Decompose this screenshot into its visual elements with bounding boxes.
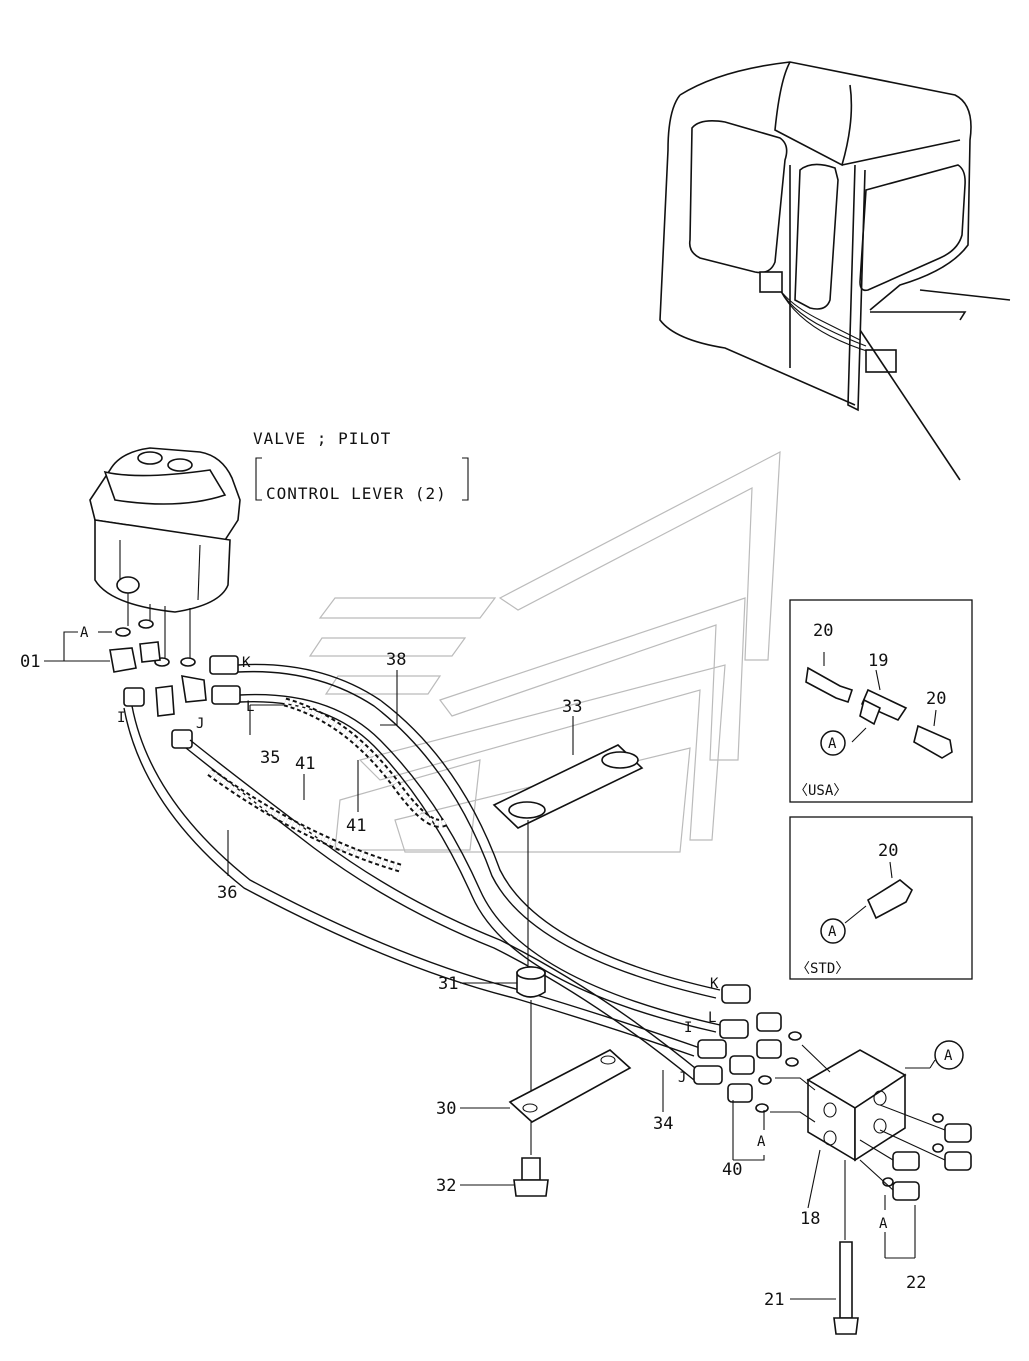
letter-k-bot: K (710, 976, 719, 992)
callout-30: 30 (436, 1099, 456, 1119)
callout-32: 32 (436, 1176, 456, 1196)
callout-41a: 41 (295, 754, 315, 774)
callout-31: 31 (438, 974, 458, 994)
letter-i-bot: I (684, 1020, 692, 1036)
callout-21: 21 (764, 1290, 784, 1310)
std-label: 〈STD〉 (796, 961, 849, 977)
letter-l-bot: L (708, 1010, 716, 1026)
manifold-block (770, 1044, 972, 1335)
letter-l-top: L (246, 699, 254, 715)
hose-assembly (123, 663, 751, 1085)
title-line-1: VALVE ; PILOT (253, 429, 391, 448)
ref-a-valve: A (80, 625, 89, 641)
callout-33: 33 (562, 697, 582, 717)
std-callout-20: 20 (878, 841, 898, 861)
callout-01: 01 (20, 652, 40, 672)
letter-j-top: J (196, 716, 204, 732)
cab-illustration (659, 61, 1011, 481)
title-line-2: CONTROL LEVER (2) (266, 484, 447, 503)
pilot-valve (89, 447, 241, 749)
leader-lines (44, 631, 936, 1300)
ref-a-block: A (944, 1048, 953, 1064)
clamp-parts (492, 744, 644, 1197)
ref-a-40: A (757, 1134, 766, 1150)
ref-a-22: A (879, 1216, 888, 1232)
callout-18: 18 (800, 1209, 820, 1229)
usa-callout-20b: 20 (926, 689, 946, 709)
letter-j-bot: J (678, 1070, 686, 1086)
usa-callout-20a: 20 (813, 621, 833, 641)
callout-numbers: 01 38 35 41 41 36 33 31 30 32 34 40 18 2… (20, 650, 926, 1310)
hose-letters: I J K L K L I J (117, 655, 719, 1086)
callout-22: 22 (906, 1273, 926, 1293)
callout-38: 38 (386, 650, 406, 670)
watermark-logo (308, 450, 781, 853)
callout-41b: 41 (346, 816, 366, 836)
adapters (727, 1012, 802, 1113)
title-block: VALVE ; PILOT CONTROL LEVER (2) (253, 429, 469, 503)
letter-i-top: I (117, 710, 125, 726)
callout-35: 35 (260, 748, 280, 768)
usa-label: 〈USA〉 (794, 783, 847, 799)
usa-callout-19: 19 (868, 651, 888, 671)
callout-34: 34 (653, 1114, 673, 1134)
callout-36: 36 (217, 883, 237, 903)
inset-std: 20 A 〈STD〉 (789, 816, 973, 980)
std-ref-a: A (828, 924, 837, 940)
inset-usa: 20 19 20 A 〈USA〉 (789, 599, 973, 803)
ref-letters: A A A (80, 625, 888, 1232)
letter-k-top: K (242, 655, 251, 671)
usa-ref-a: A (828, 736, 837, 752)
ref-circle-a-block (934, 1040, 964, 1070)
callout-40: 40 (722, 1160, 742, 1180)
